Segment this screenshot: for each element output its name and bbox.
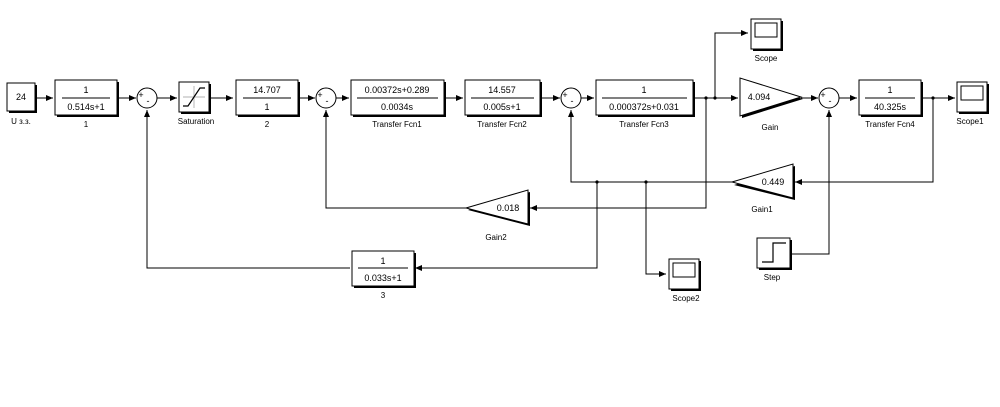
transfer-fcn1-block[interactable]: 0.00372s+0.289 0.0034s Transfer Fcn1 (350, 79, 446, 129)
tfcn2-label: Transfer Fcn2 (477, 120, 527, 129)
gain2-value: 0.018 (497, 203, 520, 213)
scope-label: Scope (755, 54, 778, 63)
transfer-fcn-2-block[interactable]: 14.707 1 2 (235, 79, 300, 129)
tf2-numerator: 14.707 (253, 85, 281, 95)
tf2-denominator: 1 (264, 102, 269, 112)
tf1-numerator: 1 (83, 85, 88, 95)
transfer-fcn2-block[interactable]: 14.557 0.005s+1 Transfer Fcn2 (464, 79, 542, 129)
tfcn3-label: Transfer Fcn3 (619, 120, 669, 129)
step-label: Step (764, 273, 781, 282)
step-icon (762, 242, 786, 263)
scope1-block[interactable]: Scope1 (956, 81, 989, 126)
gain-label: Gain (762, 123, 779, 132)
saturation-label: Saturation (178, 117, 214, 126)
gain2-label: Gain2 (485, 233, 507, 242)
tfcn4-numerator: 1 (887, 85, 892, 95)
sum1-plus: + (138, 90, 143, 100)
constant-block[interactable]: 24 U з.з. (6, 82, 37, 126)
constant-label: U з.з. (11, 117, 31, 126)
scope2-label: Scope2 (672, 294, 700, 303)
sum2-plus: + (317, 90, 322, 100)
sum3-plus: + (562, 90, 567, 100)
sum1-minus: - (147, 96, 150, 106)
gain1-value: 0.449 (762, 177, 785, 187)
sum2-minus: - (326, 96, 329, 106)
gain-block[interactable]: 4.094 Gain (739, 77, 803, 132)
scope2-block[interactable]: Scope2 (668, 258, 701, 303)
sum-3[interactable]: + - (560, 87, 582, 109)
tfcn3-numerator: 1 (641, 85, 646, 95)
transfer-fcn-3-block[interactable]: 1 0.033s+1 3 (351, 250, 416, 300)
scope2-screen-icon (672, 262, 696, 278)
tfcn2-denominator: 0.005s+1 (483, 102, 520, 112)
sum3-minus: - (571, 96, 574, 106)
tf3-numerator: 1 (380, 256, 385, 266)
sum-1[interactable]: + - (136, 87, 158, 109)
tfcn3-denominator: 0.000372s+0.031 (609, 102, 679, 112)
sum4-plus: + (820, 90, 825, 100)
tfcn1-numerator: 0.00372s+0.289 (365, 85, 430, 95)
junction-dots (595, 96, 935, 184)
saturation-icon (183, 87, 205, 107)
gain-value: 4.094 (748, 92, 771, 102)
tfcn4-denominator: 40.325s (874, 102, 907, 112)
tf1-denominator: 0.514s+1 (67, 102, 104, 112)
tf3-label: 3 (381, 291, 386, 300)
scope-block[interactable]: Scope (750, 18, 783, 63)
sum4-minus: - (829, 96, 832, 106)
transfer-fcn4-block[interactable]: 1 40.325s Transfer Fcn4 (858, 79, 923, 129)
gain2-block[interactable]: 0.018 Gain2 (464, 189, 530, 242)
tf2-label: 2 (265, 120, 270, 129)
constant-value: 24 (16, 92, 26, 102)
sum-2[interactable]: + - (315, 87, 337, 109)
scope-screen-icon (754, 22, 778, 38)
tfcn2-numerator: 14.557 (488, 85, 516, 95)
gain1-label: Gain1 (751, 205, 773, 214)
transfer-fcn3-block[interactable]: 1 0.000372s+0.031 Transfer Fcn3 (595, 79, 695, 129)
scope1-screen-icon (960, 85, 984, 101)
gain1-block[interactable]: 0.449 Gain1 (730, 163, 795, 214)
tf1-label: 1 (84, 120, 89, 129)
tfcn1-label: Transfer Fcn1 (372, 120, 422, 129)
step-block[interactable]: Step (756, 237, 792, 282)
signal-lines (37, 30, 955, 277)
tf3-denominator: 0.033s+1 (364, 273, 401, 283)
scope1-label: Scope1 (956, 117, 984, 126)
tfcn1-denominator: 0.0034s (381, 102, 414, 112)
sum-4[interactable]: + - (818, 87, 840, 109)
tfcn4-label: Transfer Fcn4 (865, 120, 915, 129)
saturation-block[interactable]: Saturation (178, 81, 214, 126)
transfer-fcn-1-block[interactable]: 1 0.514s+1 1 (54, 79, 119, 129)
